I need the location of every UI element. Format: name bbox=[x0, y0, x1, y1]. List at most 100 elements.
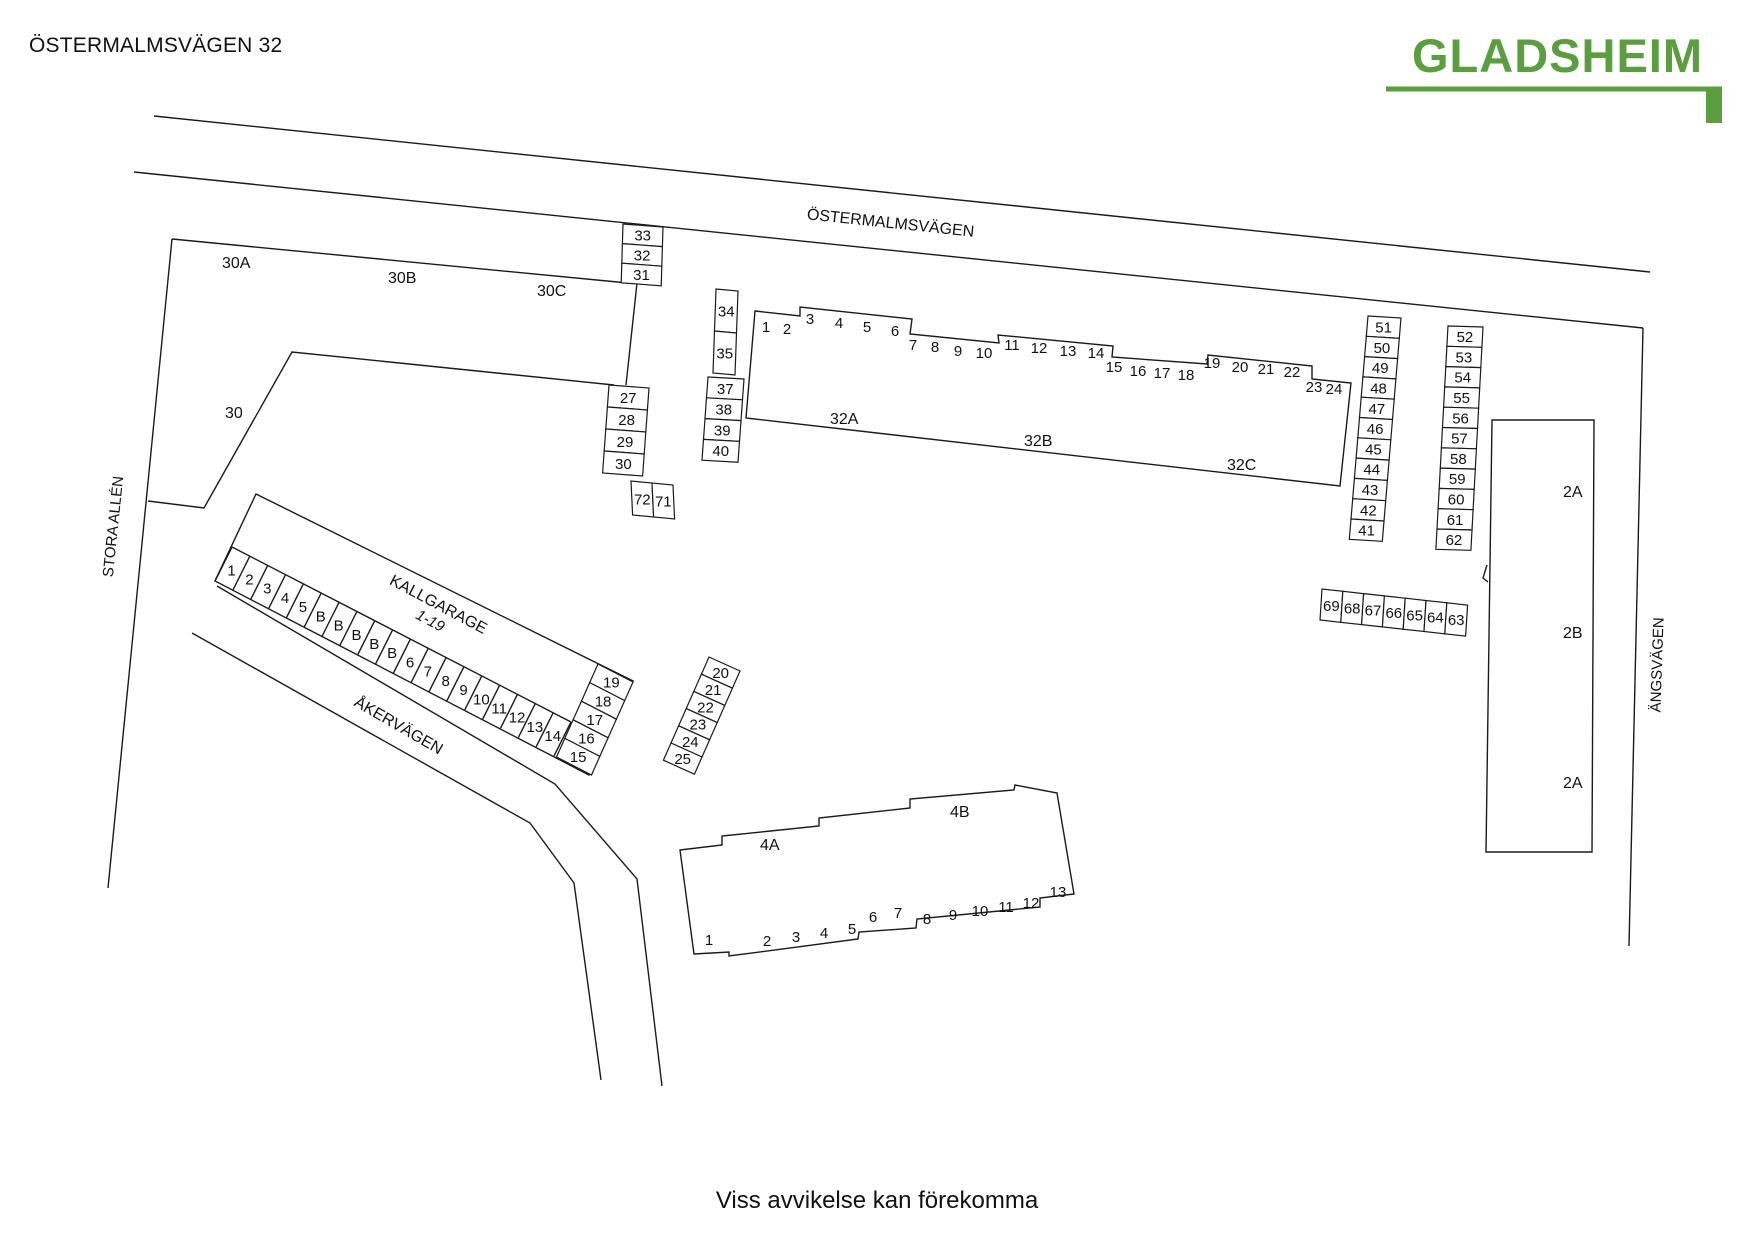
kallgarage-spot[interactable]: 1 bbox=[227, 562, 235, 579]
parking-spot-label[interactable]: 11 bbox=[1004, 337, 1020, 354]
parking-spot-label: 41 bbox=[1358, 523, 1375, 540]
parking-spot-cell[interactable] bbox=[701, 438, 741, 463]
kallgarage-spot[interactable]: 8 bbox=[442, 673, 450, 690]
kallgarage-divider bbox=[374, 629, 394, 665]
parking-spot-label[interactable]: 6 bbox=[891, 323, 899, 340]
parking-spot-label: 72 bbox=[634, 491, 651, 508]
kallgarage-spot[interactable]: 13 bbox=[527, 719, 544, 736]
kallgarage-divider bbox=[250, 565, 269, 600]
parking-spot-label: 64 bbox=[1427, 610, 1444, 627]
parking-spot-label[interactable]: 12 bbox=[1023, 895, 1040, 912]
building-4-outline bbox=[679, 784, 1075, 957]
parking-spot-label[interactable]: 13 bbox=[1050, 884, 1067, 901]
parking-spot-label[interactable]: 18 bbox=[1178, 367, 1195, 384]
kallgarage-spot[interactable]: 9 bbox=[459, 682, 467, 699]
parking-spot-label[interactable]: 3 bbox=[792, 929, 800, 946]
parking-spot-label[interactable]: 13 bbox=[1060, 343, 1077, 360]
parking-spot-cell[interactable] bbox=[1435, 528, 1473, 551]
kallgarage-spot[interactable]: B bbox=[316, 608, 326, 625]
parking-spot-label[interactable]: 4 bbox=[835, 315, 843, 332]
parking-spot-cell[interactable] bbox=[662, 742, 703, 775]
parking-spot-label: 46 bbox=[1367, 421, 1384, 438]
parking-spot-label[interactable]: 2 bbox=[763, 933, 771, 950]
kallgarage-spot[interactable]: 7 bbox=[424, 664, 432, 681]
parking-spot-label: 22 bbox=[697, 699, 714, 716]
parking-spot-label: 53 bbox=[1456, 349, 1473, 366]
parking-spot-label[interactable]: 4 bbox=[820, 925, 828, 942]
building-30b: 30B bbox=[388, 270, 416, 287]
page-title: ÖSTERMALMSVÄGEN 32 bbox=[29, 34, 283, 57]
parking-spot-label[interactable]: 11 bbox=[998, 899, 1014, 916]
kallgarage-spot[interactable]: 2 bbox=[245, 572, 253, 589]
building-2a-top: 2A bbox=[1563, 484, 1583, 501]
parking-spot-cell[interactable] bbox=[620, 262, 663, 287]
parking-spot-label: 32 bbox=[634, 247, 651, 264]
parking-spot-label[interactable]: 1 bbox=[705, 932, 713, 949]
parking-spot-label[interactable]: 9 bbox=[949, 907, 957, 924]
parking-spot-label[interactable]: 23 bbox=[1306, 379, 1323, 396]
kallgarage-divider bbox=[285, 583, 304, 619]
parking-spot-label[interactable]: 7 bbox=[894, 905, 902, 922]
kallgarage-divider bbox=[517, 703, 536, 738]
parking-spot-label[interactable]: 5 bbox=[848, 921, 856, 938]
kallgarage-spot[interactable]: 3 bbox=[263, 581, 271, 598]
parking-spot-label: 42 bbox=[1360, 502, 1377, 519]
parking-spot-label[interactable]: 14 bbox=[1088, 345, 1105, 362]
parking-spot-label[interactable]: 17 bbox=[1154, 365, 1171, 382]
parking-spot-label[interactable]: 6 bbox=[869, 909, 877, 926]
kallgarage-spot[interactable]: B bbox=[351, 627, 361, 644]
kallgarage-spot[interactable]: 6 bbox=[406, 654, 414, 671]
parking-spot-label: 35 bbox=[716, 345, 733, 362]
parking-spot-label[interactable]: 10 bbox=[976, 345, 993, 362]
parking-spot-label[interactable]: 8 bbox=[923, 911, 931, 928]
kallgarage-spot[interactable]: B bbox=[369, 636, 379, 653]
kallgarage-divider bbox=[303, 592, 322, 628]
parking-spot-cell[interactable] bbox=[601, 450, 645, 477]
building-32c: 32C bbox=[1227, 457, 1256, 474]
parking-spot-label: 57 bbox=[1451, 431, 1468, 448]
parking-spot-label[interactable]: 16 bbox=[1130, 363, 1147, 380]
parking-spot-cell[interactable] bbox=[651, 482, 676, 520]
parking-spot-label[interactable]: 3 bbox=[806, 311, 814, 328]
parking-spot-label[interactable]: 7 bbox=[909, 337, 917, 354]
kallgarage-spot[interactable]: 4 bbox=[281, 590, 289, 607]
kallgarage-spot[interactable]: 11 bbox=[491, 700, 507, 717]
parking-spot-label[interactable]: 1 bbox=[762, 319, 770, 336]
kallgarage-spot[interactable]: 14 bbox=[544, 728, 561, 745]
parking-spot-label[interactable]: 9 bbox=[954, 343, 962, 360]
parking-spot-label: 25 bbox=[674, 751, 691, 768]
kallgarage-spot[interactable]: 10 bbox=[473, 691, 490, 708]
street-stora-allen: STORA ALLÉN bbox=[100, 475, 128, 578]
kallgarage-divider bbox=[214, 546, 233, 582]
parking-spot-label: 65 bbox=[1406, 607, 1423, 624]
parking-spot-label[interactable]: 5 bbox=[863, 319, 871, 336]
kallgarage-spot[interactable]: 5 bbox=[299, 599, 307, 616]
kallgarage-spot[interactable]: B bbox=[334, 618, 344, 635]
parking-spot-label[interactable]: 2 bbox=[783, 321, 791, 338]
parking-spot-cell[interactable] bbox=[712, 330, 738, 376]
kallgarage-spot[interactable]: 12 bbox=[509, 710, 526, 727]
parking-spot-label: 58 bbox=[1450, 451, 1467, 468]
parking-spot-label[interactable]: 19 bbox=[1204, 355, 1221, 372]
parking-spot-label: 20 bbox=[712, 665, 729, 682]
parking-spot-label[interactable]: 10 bbox=[972, 903, 989, 920]
parking-spot-label: 61 bbox=[1447, 512, 1464, 529]
parking-spot-label[interactable]: 22 bbox=[1284, 364, 1301, 381]
parking-spot-cell[interactable] bbox=[555, 737, 601, 776]
parking-spot-label[interactable]: 24 bbox=[1326, 381, 1343, 398]
parking-spot-label[interactable]: 15 bbox=[1106, 359, 1123, 376]
parking-spot-label[interactable]: 20 bbox=[1232, 359, 1249, 376]
parking-spot-label: 63 bbox=[1448, 612, 1465, 629]
kallgarage-divider bbox=[535, 712, 554, 748]
parking-spot-cell[interactable] bbox=[1444, 602, 1469, 637]
parking-spot-label[interactable]: 12 bbox=[1031, 340, 1048, 357]
parking-spot-label: 68 bbox=[1344, 600, 1361, 617]
parking-spot-label[interactable]: 21 bbox=[1258, 361, 1275, 378]
kallgarage-divider bbox=[392, 638, 412, 674]
kallgarage-spot[interactable]: B bbox=[387, 645, 397, 662]
parking-spot-label: 50 bbox=[1374, 340, 1391, 357]
parking-spot-label[interactable]: 8 bbox=[931, 339, 939, 356]
parking-spot-cell[interactable] bbox=[1348, 518, 1385, 542]
